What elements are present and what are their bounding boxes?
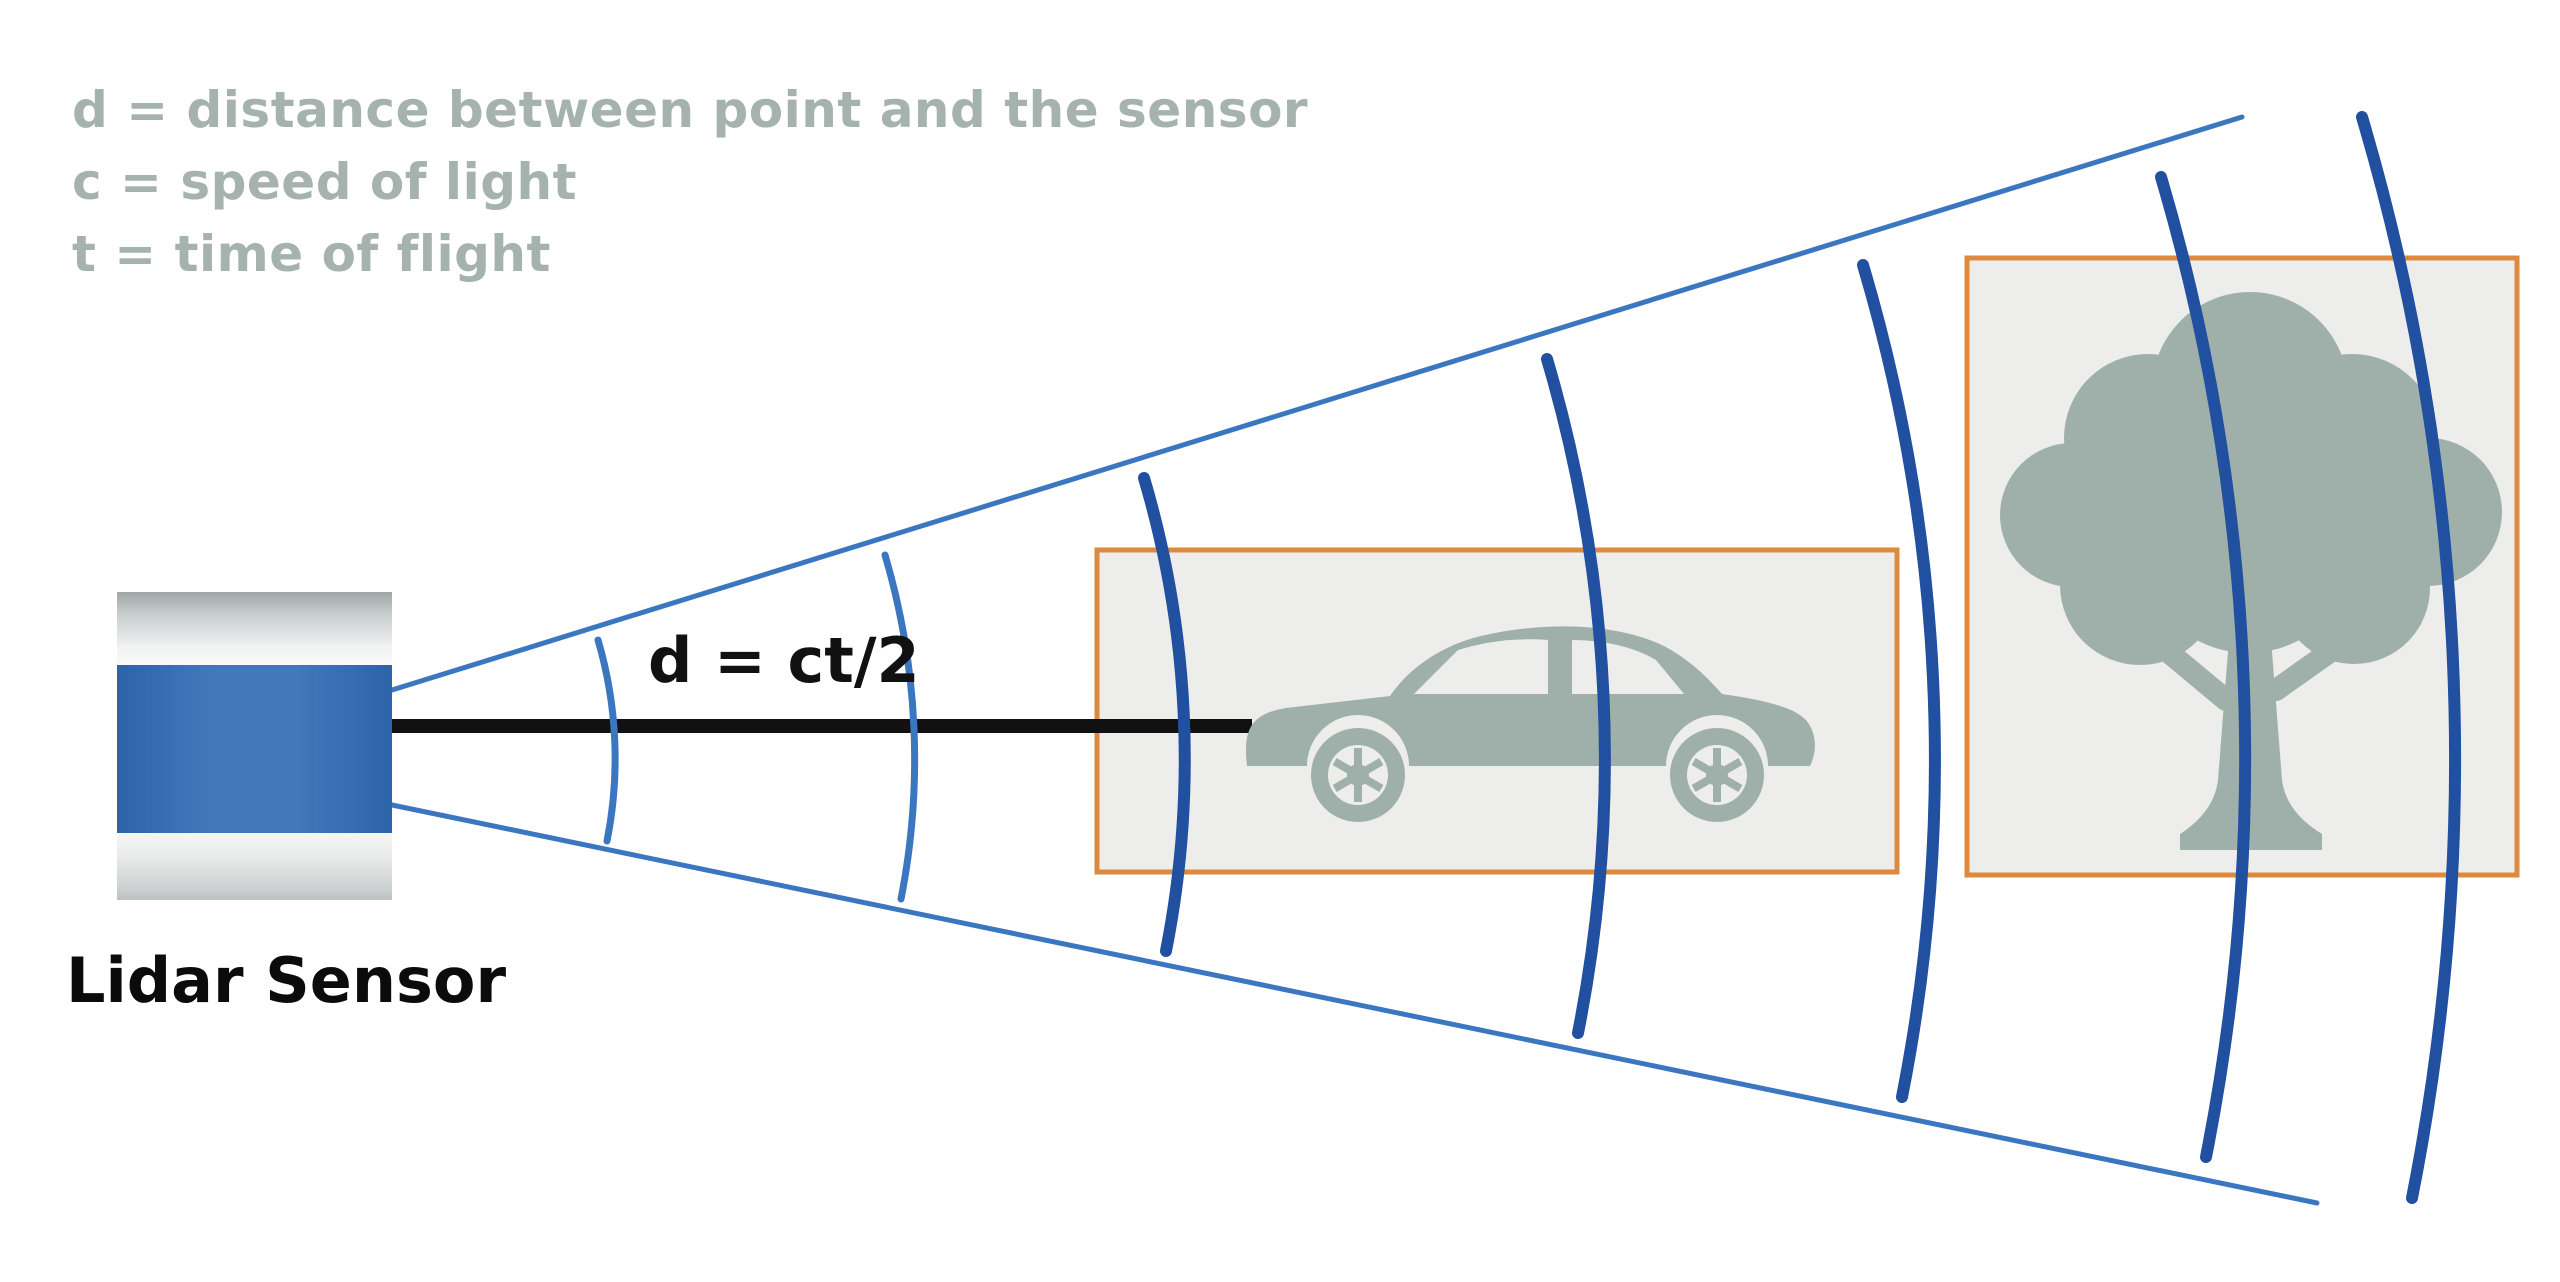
sensor-label: Lidar Sensor — [66, 944, 507, 1017]
wavefront-arc-6 — [2155, 171, 2252, 1163]
field-of-view-cone — [389, 114, 2320, 1206]
car-rear-wheel — [1670, 728, 1764, 822]
legend-line-time-of-flight: t = time of flight — [72, 225, 551, 283]
wavefront-arc-5 — [1857, 259, 1941, 1103]
wavefront-arc-3 — [1138, 472, 1191, 957]
legend-line-speed-of-light: c = speed of light — [72, 153, 577, 211]
formula-label: d = ct/2 — [648, 624, 920, 697]
wavefront-arc-7 — [2356, 111, 2462, 1204]
legend: d = distance between point and the senso… — [72, 74, 1308, 290]
wavefront-arc-2 — [881, 551, 919, 903]
lidar-sensor-icon — [117, 592, 392, 900]
lidar-wavefront-arcs — [594, 111, 2462, 1204]
tree-icon — [2000, 292, 2502, 850]
lidar-sensor-blue-band — [117, 665, 392, 833]
car-front-wheel — [1311, 728, 1405, 822]
wavefront-arc-4 — [1541, 353, 1611, 1039]
legend-line-distance: d = distance between point and the senso… — [72, 81, 1309, 139]
car-icon — [1245, 626, 1815, 822]
wavefront-arc-1 — [594, 636, 619, 845]
